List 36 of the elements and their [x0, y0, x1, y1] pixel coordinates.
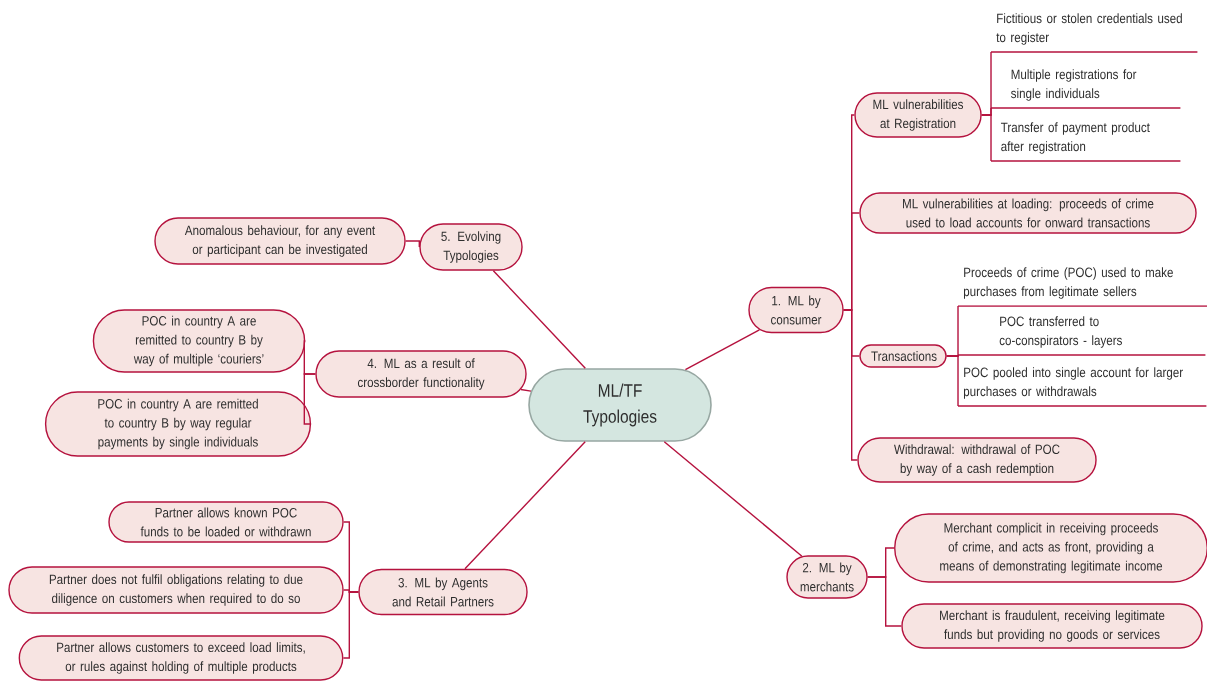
- item-text: Fictitious or stolen credentials used to register: [990, 13, 1199, 53]
- item-box: Merchant complicit in receiving proceeds of crime, and acts as front, providing a means of demonstrating legitimate income: [894, 513, 1207, 583]
- connector-line: [867, 576, 902, 627]
- item-box: Transactions: [859, 344, 947, 368]
- item-box: Partner does not fulfil obligations relating to due diligence on customers when required to do so: [8, 566, 344, 614]
- connector-line: [342, 591, 359, 659]
- connector-line: [843, 309, 858, 461]
- topic-box: ML/TF Typologies: [528, 368, 712, 442]
- connector-line: [303, 373, 316, 425]
- item-box: 3. ML by Agents and Retail Partners: [358, 568, 528, 616]
- connector-line: [464, 441, 586, 570]
- connector-line: [405, 240, 420, 248]
- item-box: Withdrawal: withdrawal of POC by way of a cash redemption: [857, 437, 1097, 483]
- connector-line: [520, 388, 532, 392]
- item-box: POC in country A are remitted to country B by way of multiple ‘couriers’: [92, 309, 306, 373]
- item-text: Multiple registrations for single individuals: [990, 69, 1182, 109]
- item-text: POC transferred to co-conspirators - layers: [957, 316, 1207, 356]
- connector-line: [981, 114, 992, 162]
- item-box: Merchant is fraudulent, receiving legitimate funds but providing no goods or services: [901, 603, 1203, 649]
- item-box: Partner allows customers to exceed load limits, or rules against holding of multiple products: [18, 635, 344, 681]
- item-box: POC in country A are remitted to country B by way regular payments by single individuals: [44, 391, 312, 457]
- item-box: 2. ML by merchants: [786, 555, 868, 599]
- connector-line: [946, 355, 959, 407]
- item-box: ML vulnerabilities at Registration: [854, 92, 982, 138]
- item-box: 1. ML by consumer: [748, 286, 844, 334]
- item-text: Proceeds of crime (POC) used to make purchases from legitimate sellers: [957, 267, 1207, 307]
- item-text: Transfer of payment product after registration: [990, 122, 1182, 162]
- item-box: Anomalous behaviour, for any event or participant can be investigated: [154, 217, 406, 265]
- connector-line: [684, 329, 761, 371]
- item-text: POC pooled into single account for larger purchases or withdrawals: [957, 367, 1207, 407]
- connector-line: [492, 270, 586, 369]
- connector-line: [663, 441, 803, 557]
- item-box: 5. Evolving Typologies: [419, 223, 523, 271]
- item-box: ML vulnerabilities at loading: proceeds of crime used to load accounts for onward transactions: [859, 192, 1197, 234]
- item-box: Partner allows known POC funds to be loaded or withdrawn: [108, 501, 344, 543]
- item-box: 4. ML as a result of crossborder functionality: [315, 350, 527, 398]
